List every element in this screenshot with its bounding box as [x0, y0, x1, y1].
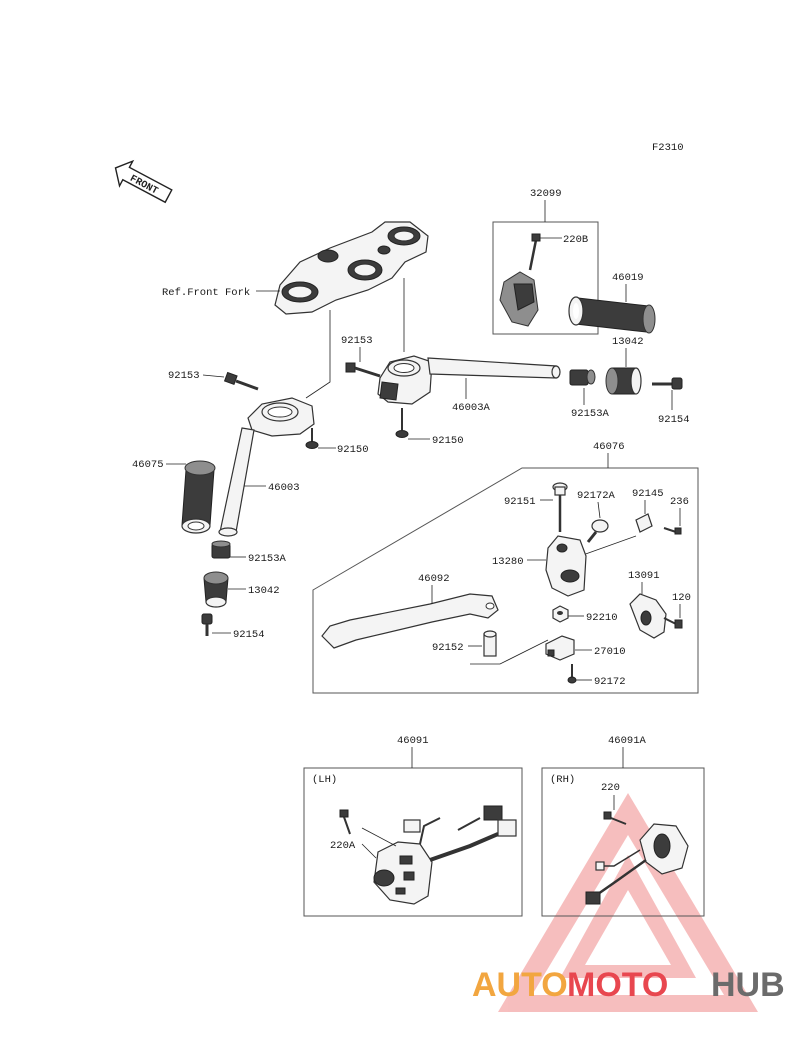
label-220B: 220B [563, 234, 588, 246]
watermark-part3: HUB [711, 966, 785, 1004]
label-46019: 46019 [612, 272, 644, 284]
label-46003A: 46003A [452, 402, 491, 414]
label-92150-a: 92150 [337, 444, 369, 456]
nut-92210 [552, 605, 569, 623]
label-120: 120 [672, 592, 691, 604]
diagram-code: F2310 [652, 142, 684, 154]
label-13280: 13280 [492, 556, 524, 568]
watermark-part2: MOTO [567, 966, 668, 1004]
label-46092: 46092 [418, 573, 450, 585]
lever-assembly-box [312, 467, 699, 694]
label-236: 236 [670, 496, 689, 508]
throttle-housing-box [492, 221, 599, 335]
label-92153A-right: 92153A [571, 408, 610, 420]
pivot-bolt-92151 [552, 482, 568, 532]
label-92172: 92172 [594, 676, 626, 688]
label-92151: 92151 [504, 496, 536, 508]
label-27010: 27010 [594, 646, 626, 658]
watermark-part1: AUTO [472, 966, 568, 1004]
grip-46075 [181, 460, 216, 534]
label-92154-left: 92154 [233, 629, 265, 641]
screw-92154-right [652, 377, 683, 390]
label-32099: 32099 [530, 188, 562, 200]
bolt-92153-left [223, 371, 259, 391]
weight-bolt-92153A-right [569, 369, 596, 386]
bar-end-weight-13042-right [605, 367, 642, 395]
label-92153-left: 92153 [168, 370, 200, 382]
label-46091A: 46091A [608, 735, 647, 747]
screw-236 [663, 527, 682, 535]
bolt-92150-right [395, 408, 409, 438]
label-92145: 92145 [632, 488, 664, 500]
lever-holder-13280 [545, 535, 587, 597]
label-92153-top: 92153 [341, 335, 373, 347]
collar-92152 [483, 630, 497, 657]
clamp-13091 [629, 593, 667, 639]
bolt-120 [663, 617, 683, 629]
label-rh: (RH) [550, 774, 575, 786]
label-46003: 46003 [268, 482, 300, 494]
label-13091: 13091 [628, 570, 660, 582]
screw-220 [603, 811, 627, 825]
top-triple-clamp [274, 221, 429, 315]
lh-clip-on-handlebar [218, 397, 315, 537]
label-220A: 220A [330, 840, 356, 852]
clutch-switch-27010 [545, 635, 575, 661]
screw-92154-left [201, 613, 213, 636]
label-92153A-left: 92153A [248, 553, 287, 565]
screw-220A [339, 809, 351, 835]
rh-clip-on-handlebar [377, 355, 561, 405]
weight-bolt-92153A-left [211, 540, 231, 559]
label-ref-front-fork: Ref.Front Fork [162, 287, 250, 299]
lh-switch-box [303, 767, 523, 917]
label-13042-left: 13042 [248, 585, 280, 597]
label-92154-right: 92154 [658, 414, 690, 426]
lh-handlebar-switch-46091 [373, 805, 517, 905]
label-13042-right: 13042 [612, 336, 644, 348]
rh-handlebar-switch-46091A [585, 823, 689, 905]
clutch-lever-46092 [321, 593, 499, 649]
label-92172A: 92172A [577, 490, 616, 502]
spring-92145 [635, 513, 653, 533]
label-92150-b: 92150 [432, 435, 464, 447]
bolt-92153-top [345, 362, 381, 378]
grip-46019 [568, 296, 656, 334]
label-220: 220 [601, 782, 620, 794]
label-46091: 46091 [397, 735, 429, 747]
label-46075: 46075 [132, 459, 164, 471]
label-92210: 92210 [586, 612, 618, 624]
front-arrow-icon: FRONT [114, 159, 173, 204]
adjuster-screw-92172A [586, 519, 609, 543]
label-92152: 92152 [432, 642, 464, 654]
bar-end-weight-13042-left [203, 571, 229, 608]
screw-92172 [567, 664, 577, 684]
label-lh: (LH) [312, 774, 337, 786]
label-46076: 46076 [593, 441, 625, 453]
bolt-92150-left [305, 428, 319, 449]
watermark-text: AUTO MOTO HUB [472, 966, 785, 1004]
throttle-housing-32099 [499, 233, 541, 327]
